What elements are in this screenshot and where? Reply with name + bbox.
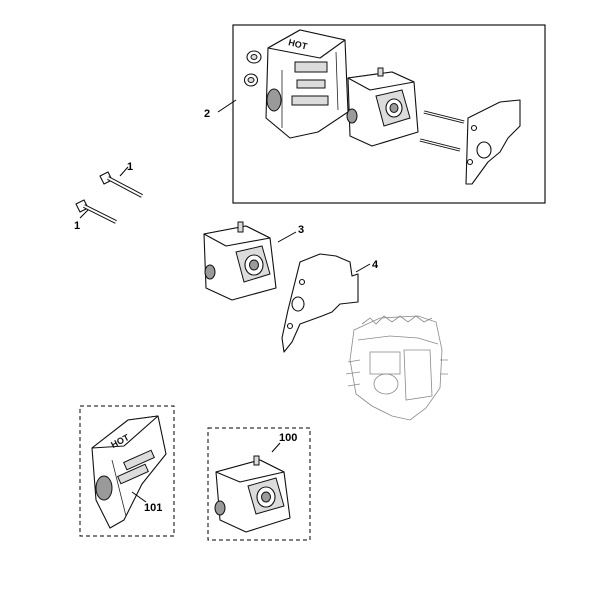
callout-1-lower: 1 [74,220,80,232]
screw [99,171,143,198]
muffler-100 [214,455,291,533]
callout-1-upper: 1 [127,161,133,173]
gasket-part-4 [281,253,359,353]
shield-logo-text: HOT [287,37,308,51]
callout-3: 3 [298,224,304,236]
washer [243,73,259,87]
stud [419,138,461,152]
engine-block-ghost [345,315,448,421]
assembly-box-2: 2 HOT [204,24,546,204]
heat-shield-101: HOT [91,415,167,529]
gasket-assembly [465,99,521,185]
option-box-101: HOT 101 [79,405,175,537]
option-box-100: 100 [207,427,311,541]
callout-100: 100 [279,432,297,444]
callout-4: 4 [372,259,379,271]
muffler-assembly [346,67,419,147]
callout-101: 101 [144,502,162,514]
screw [75,199,117,224]
callout-2: 2 [204,108,210,120]
stud [423,110,465,124]
heat-shield-assembly: HOT [265,29,349,139]
muffler-part-3 [203,221,277,301]
washer [246,50,262,64]
